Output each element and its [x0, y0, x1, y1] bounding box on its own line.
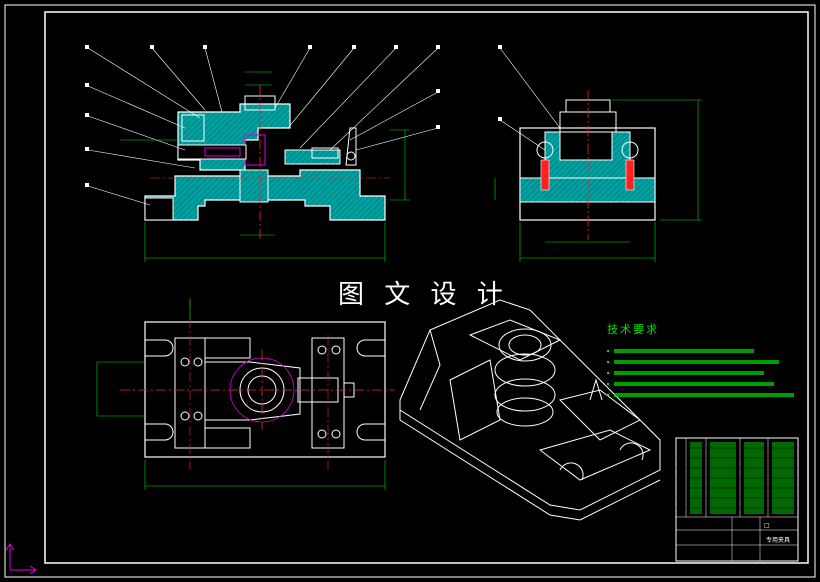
drawing-name-cell: 专用夹具	[766, 537, 791, 544]
ucs-axis-icon	[5, 543, 37, 575]
front-section-view	[85, 45, 440, 262]
side-section-view	[494, 45, 702, 262]
technical-requirements-title: 技术要求	[607, 323, 659, 336]
isometric-view	[399, 299, 661, 521]
drawing-frame	[4, 4, 816, 578]
plan-view	[96, 298, 395, 490]
part-code-cell: □	[764, 522, 770, 529]
technical-requirements	[607, 349, 794, 397]
watermark-text: 图 文 设 计	[338, 280, 509, 310]
title-block	[675, 437, 799, 562]
